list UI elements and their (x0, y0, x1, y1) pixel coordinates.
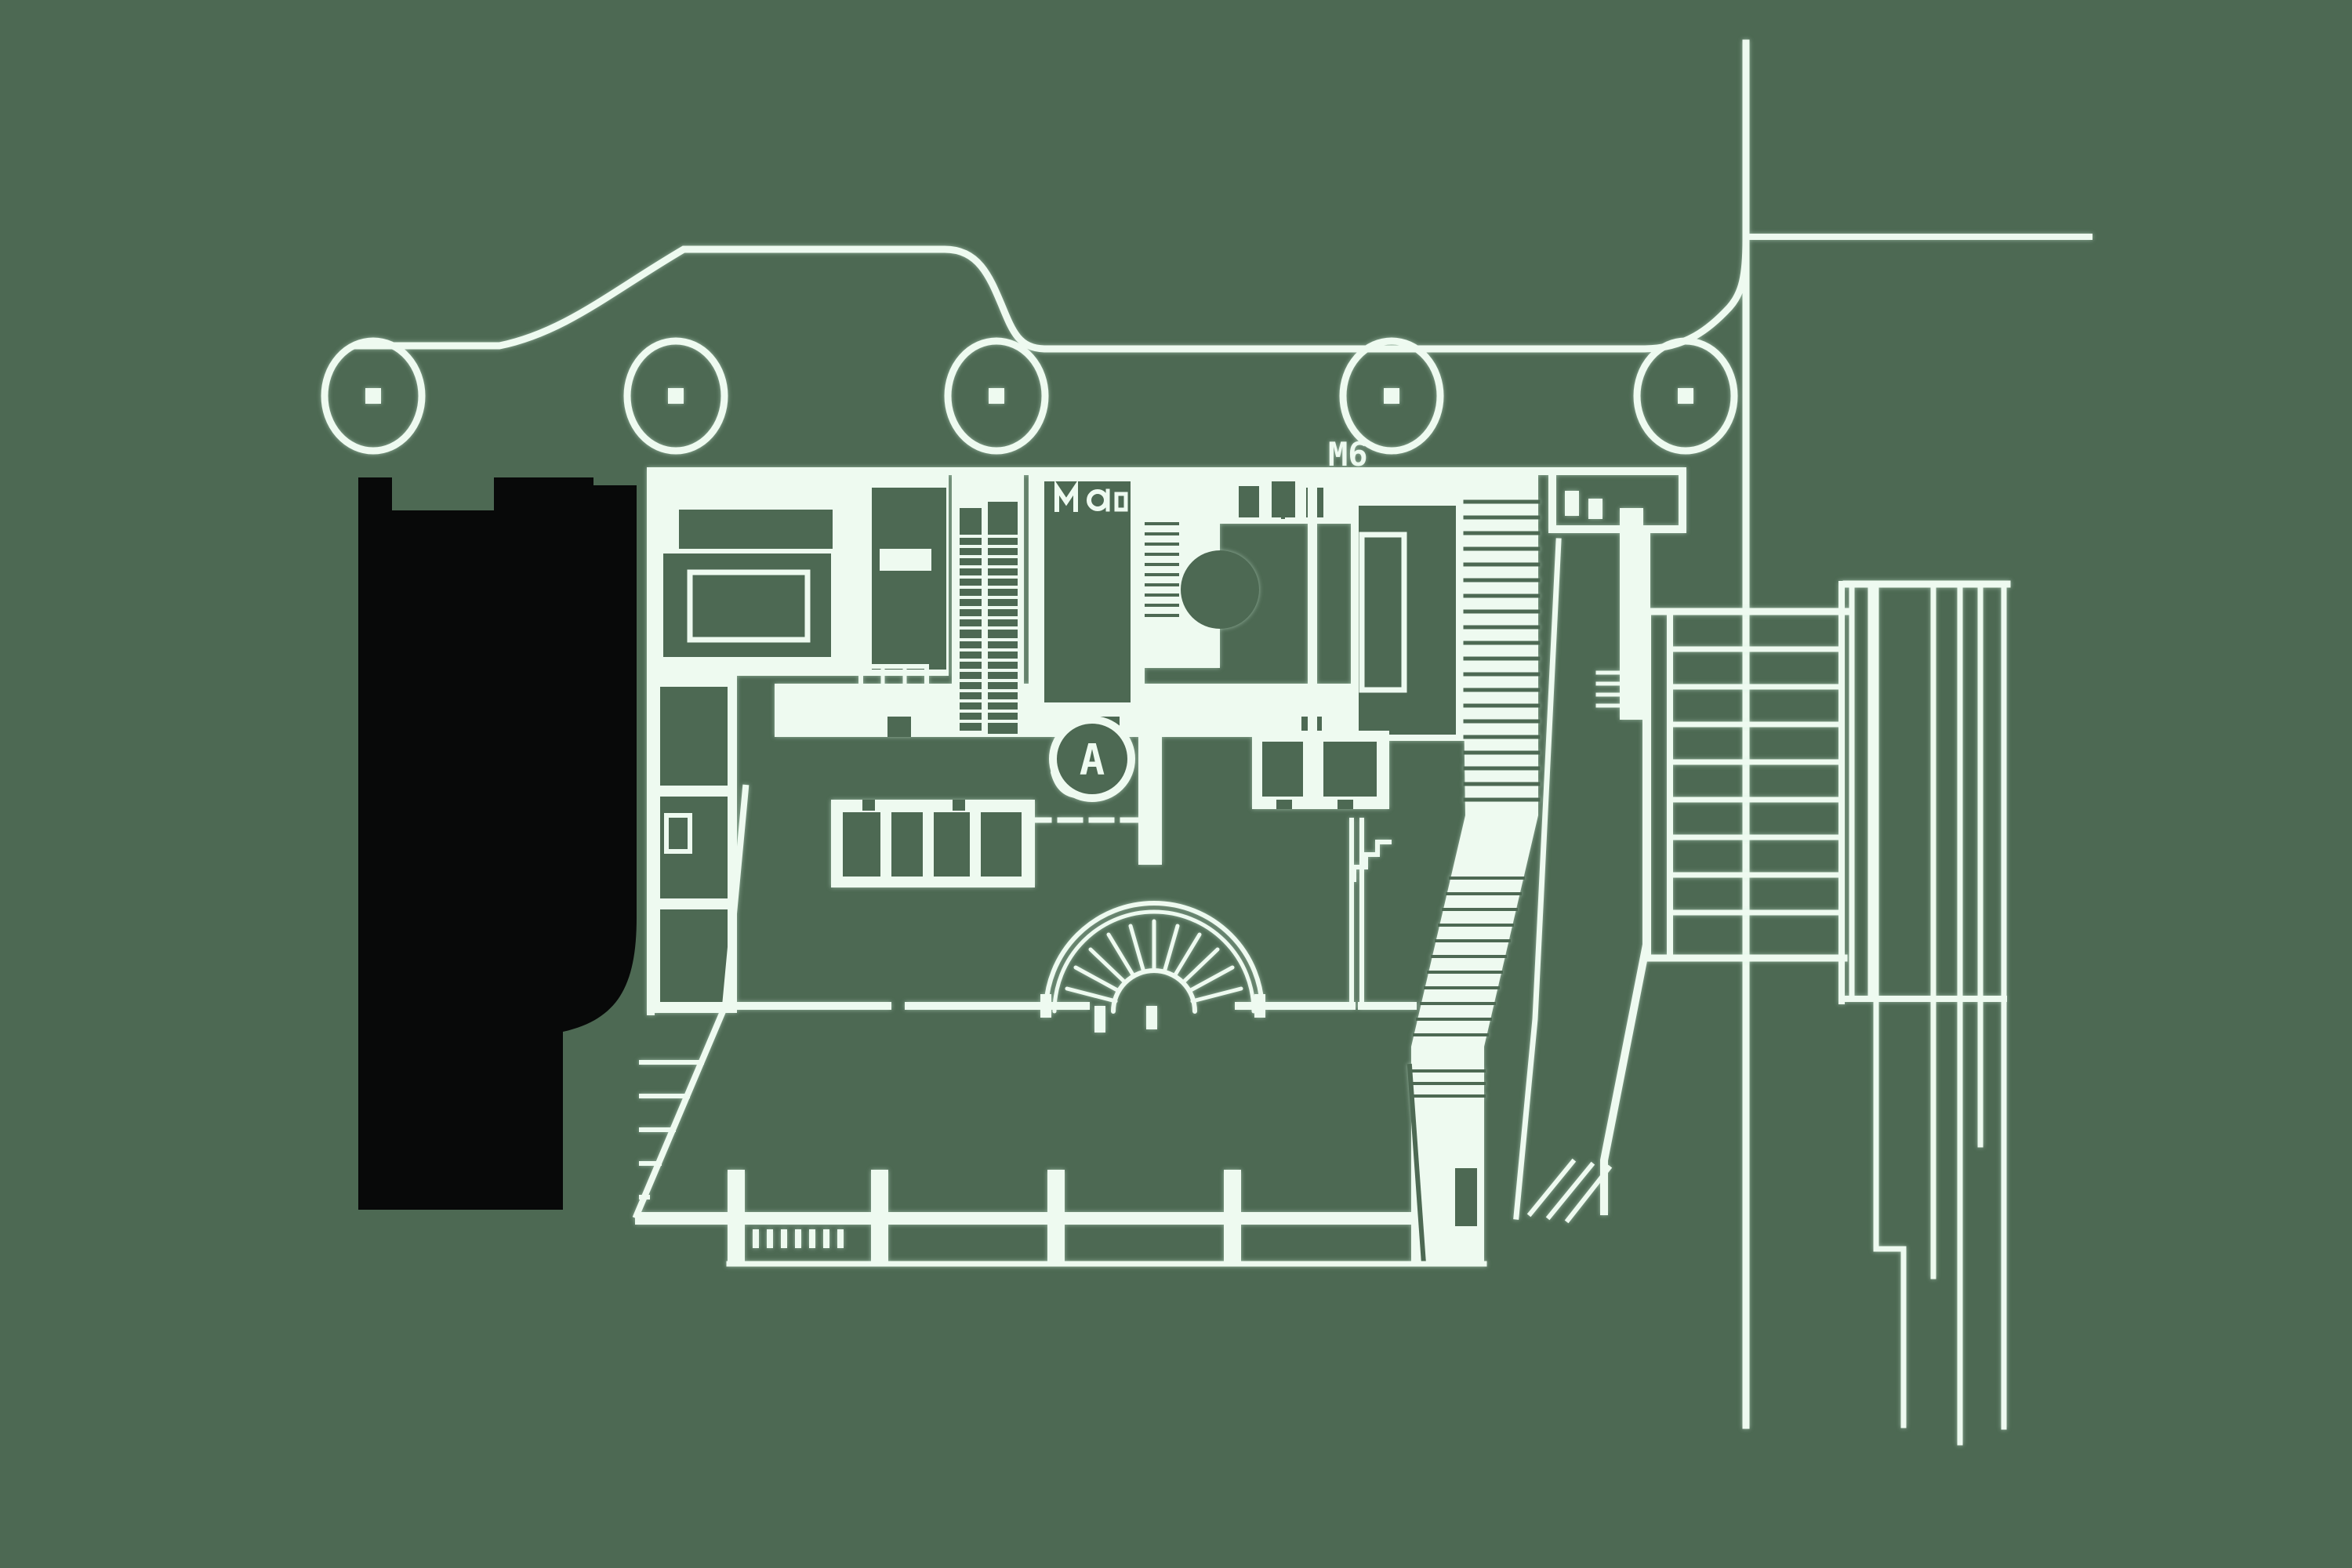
fan-stair-spokes (1065, 919, 1243, 1004)
three-cell-table (858, 664, 929, 700)
tree-circle (1339, 337, 1444, 455)
column-bubble-tail (1051, 770, 1078, 798)
door-swing (1181, 550, 1259, 629)
corner-room (1548, 467, 1686, 533)
long-escalator-band (1406, 471, 1541, 1267)
tree-center-dot (989, 388, 1004, 404)
tree-circles (321, 337, 1738, 455)
fan-stair-leg (1146, 1006, 1157, 1029)
terrace-slant-edge (632, 784, 750, 1220)
ceiling-dashes (1225, 517, 1311, 522)
tall-room (1029, 471, 1145, 715)
top-left-room-block (651, 471, 949, 676)
plan-details (858, 517, 1392, 1008)
room-fixture (664, 813, 692, 854)
fan-stair (1044, 901, 1265, 1033)
landing-opening (1455, 1168, 1477, 1226)
corridor-walls (1349, 818, 1364, 1008)
edge-steps (1595, 670, 1632, 708)
stair-treads (1143, 522, 1179, 617)
escalator-treads-upper (1463, 499, 1541, 802)
fan-stair-leg (1094, 1006, 1105, 1033)
tree-center-dot (365, 388, 381, 404)
curtain-wall-section (1841, 580, 2011, 1446)
right-room-block (1351, 471, 1465, 741)
corner-stair-treads (639, 1060, 704, 1200)
solid-building-mass (358, 477, 637, 1210)
paving-ticks (739, 1229, 844, 1248)
fixture-band (1220, 471, 1351, 737)
fixture-glyphs (1054, 480, 1128, 512)
road-edge (353, 234, 2092, 353)
left-room-strip (651, 676, 737, 1013)
building-plan: A (632, 467, 2011, 1446)
tree-center-dot (1678, 388, 1693, 404)
zigzag-stair (1352, 840, 1392, 882)
building-right-edge (1513, 467, 1686, 1224)
inner-edge-wall (1513, 538, 1562, 1220)
pier-wall (1138, 733, 1162, 865)
room-fixture (1588, 499, 1602, 519)
grid-label: M6 (1328, 435, 1368, 474)
room-row-left (831, 800, 1035, 887)
stair-hall (1135, 471, 1259, 668)
tree-center-dot (1384, 388, 1399, 404)
tree-circle (623, 337, 728, 455)
site-linework: M6 (321, 39, 2092, 1429)
inner-room (1359, 532, 1407, 693)
terrace-columns (728, 1170, 1241, 1265)
room-row-right (1252, 731, 1389, 809)
terrace (632, 784, 1487, 1267)
tree-circle (1633, 337, 1738, 455)
room-fixture (880, 549, 931, 571)
tree-circle (321, 337, 426, 455)
column-bubble-label: A (1080, 735, 1105, 785)
tree-center-dot (668, 388, 684, 404)
tree-circle (944, 337, 1049, 455)
column-bubble: A (1049, 716, 1135, 802)
edge-wall-band (1620, 508, 1643, 720)
escalator-treads (956, 535, 1022, 723)
partition-wall (1308, 471, 1317, 737)
room-fixture (687, 569, 811, 643)
edge-hatch (1526, 1158, 1613, 1224)
exterior-stair (1644, 581, 1850, 1004)
escalator-treads-lower (1410, 877, 1525, 1098)
exterior-stair-treads (1667, 646, 1845, 916)
ramp-diagonal (1406, 1063, 1427, 1267)
escalator-shaft (952, 471, 1024, 737)
room-fixture (1565, 491, 1579, 516)
